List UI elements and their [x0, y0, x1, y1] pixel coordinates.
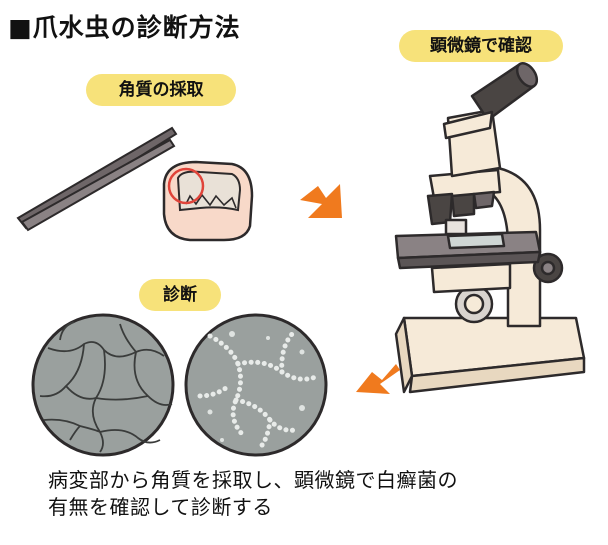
fungus-sample-slide [184, 313, 328, 457]
description-text: 病変部から角質を採取し、顕微鏡で白癬菌の 有無を確認して診断する [48, 467, 588, 521]
label-diagnosis: 診断 [139, 279, 221, 311]
page-title: ■爪水虫の診断方法 [8, 13, 241, 42]
label-sampling: 角質の採取 [86, 74, 236, 106]
tweezers-icon [16, 126, 178, 232]
skin-sample-slide [31, 313, 175, 457]
toenail-icon [162, 160, 254, 242]
caption-line-1: 病変部から角質を採取し、顕微鏡で白癬菌の [48, 468, 458, 492]
label-microscope: 顕微鏡で確認 [399, 30, 563, 62]
caption-line-2: 有無を確認して診断する [48, 495, 273, 519]
arrow-right-icon [300, 184, 342, 218]
arrow-down-left-icon [356, 364, 400, 394]
microscope-icon [394, 62, 586, 394]
marker-circle [167, 167, 205, 205]
